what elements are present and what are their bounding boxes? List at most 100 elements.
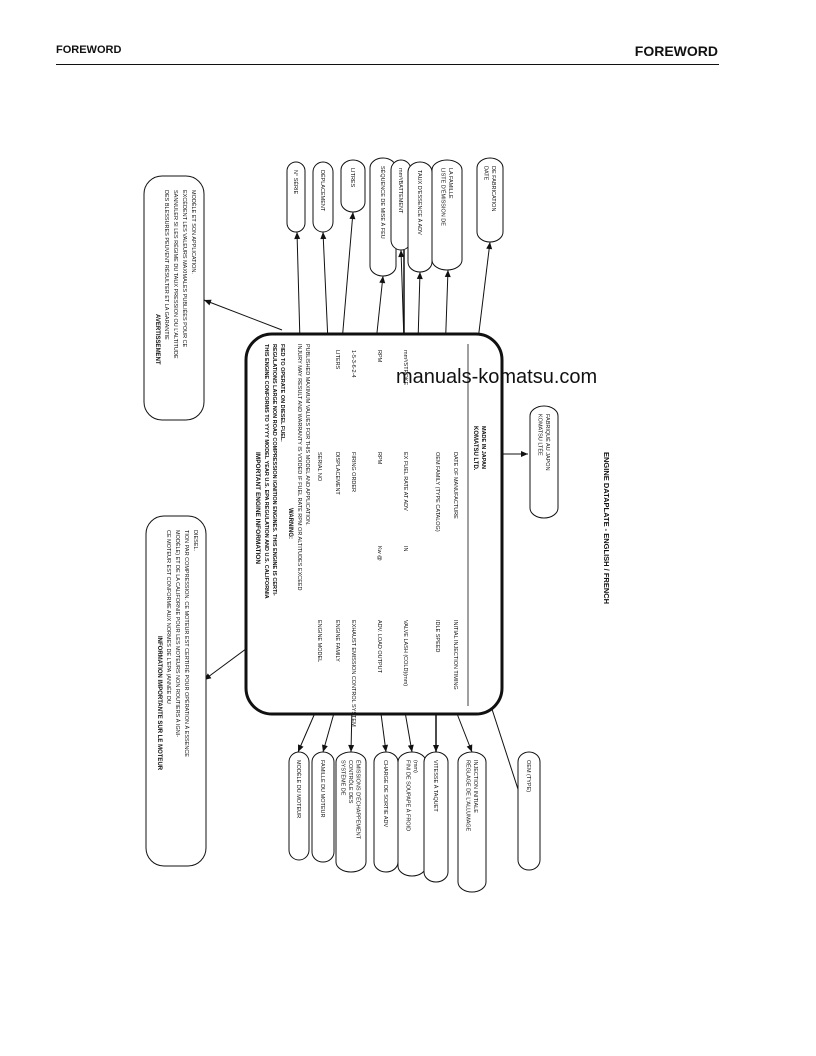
dataplate-row-label: IDLE SPEED: [434, 620, 440, 652]
arrowhead: [407, 744, 414, 752]
arrowhead: [416, 272, 423, 280]
dataplate-row-label: EXHAUST EMISSION CONTROL SYSTEM: [350, 620, 356, 727]
dataplate-row-right-label: EX FUEL RATE AT ADV: [402, 452, 408, 511]
arrowhead: [521, 451, 528, 457]
caption: ENGINE DATAPLATE - ENGLISH / FRENCH: [602, 452, 611, 604]
arrowhead: [298, 744, 304, 752]
arrowhead: [486, 242, 493, 250]
top-callout-taux: TAUX D'ESSENCE À ADV: [407, 161, 433, 273]
callout-text: MODÈLE DU MOTEUR: [295, 760, 302, 818]
callout-text: TAUX D'ESSENCE À ADV: [416, 170, 423, 235]
dataplate-row-right-label: SERIAL NO: [316, 452, 322, 482]
callout-text: CHARGE DE SORTIE ADV: [382, 760, 388, 827]
dataplate-row-label: ENGINE FAMILY: [334, 620, 340, 662]
callout-border: [335, 751, 367, 873]
top-callout-litres: LITRES: [340, 159, 366, 213]
dataplate-frame: [244, 332, 504, 716]
callout-text: FINI DE SOUPAPE À FROID: [404, 760, 411, 831]
arrowhead: [348, 744, 355, 752]
callout-text: mm³/BATTEMENT: [397, 168, 403, 214]
top-callout-deplacement: DÉPLACEMENT: [312, 161, 334, 233]
callout-border: [431, 159, 463, 271]
callout-border: [517, 751, 541, 871]
callout-border: [457, 751, 487, 893]
bottom-callout-vitesse: VITESSE À TAQUET: [423, 751, 449, 883]
dataplate-row-mid: IN: [402, 546, 408, 552]
bottom-callout-charge: CHARGE DE SORTIE ADV: [373, 751, 399, 873]
arrowhead: [466, 744, 473, 752]
dataplate-warning-title: WARNING:: [287, 508, 293, 539]
callout-text: LA FAMILLE: [447, 168, 453, 199]
dataplate-row-right-value: RPM: [376, 350, 382, 363]
bottom-callout-modele: MODÈLE DU MOTEUR: [288, 751, 310, 861]
dataplate-row-mid: Kw @: [376, 546, 382, 561]
callout-text: DE FABRICATION: [490, 166, 496, 211]
callout-border: [340, 159, 366, 213]
callout-text: LITRES: [349, 168, 355, 188]
dataplate-made-in: MADE IN JAPAN: [480, 426, 486, 469]
dataplate-row-right-value: 1-5-3-6-2-4: [350, 350, 356, 378]
dataplate-row-label: INITIAL INJECTION TIMING: [452, 620, 458, 690]
arrowhead: [398, 250, 405, 258]
dataplate-maker: KOMATSU LTD.: [472, 426, 478, 471]
bottom-callout-fini: FINI DE SOUPAPE À FROID(mm): [397, 751, 427, 877]
dataplate-intro-line: REGULATIONS LARGE NON ROAD COMPRESSION I…: [271, 344, 277, 596]
arrowhead: [349, 212, 356, 220]
dataplate-row-right-label: OEM FAMILY (TYPE CATALOG): [434, 452, 440, 532]
callout-text: INJECTION INITIALE: [472, 760, 478, 813]
callout-border: [476, 157, 504, 243]
dataplate-warning-line: PUBLISHED MAXIMUM VALUES FOR THIS MODEL …: [304, 344, 310, 526]
note-title: AVERTISSEMENT: [154, 314, 160, 365]
callout-border: [286, 161, 306, 233]
dataplate-row-label: VALVE LASH (COLD)(mm): [402, 620, 408, 686]
callout-border: [311, 751, 335, 863]
callout-text: SYSTÈME DE: [340, 760, 347, 796]
leader-line: [203, 299, 283, 331]
callouts: N° SÉRIE DÉPLACEMENT LITRES SÉQUENCE DE MIS…: [286, 157, 559, 893]
header-rule: [56, 64, 719, 65]
dataplate-row-label: ENGINE MODEL: [316, 620, 322, 662]
note-line: TION PAR COMPRESSION. CE MOTEUR EST CERT…: [183, 530, 190, 757]
leader-line: [322, 231, 329, 343]
dataplate-row-label: ADV. LOAD OUTPUT: [376, 620, 382, 674]
callout-border: [288, 751, 310, 861]
leader-line: [375, 275, 384, 343]
bottom-callout-famille-moteur: FAMILLE DU MOTEUR: [311, 751, 335, 863]
arrowhead: [294, 232, 301, 240]
header-right-title: FOREWORD: [634, 43, 718, 59]
callout-text: FABRIQUÉ AU JAPON: [544, 414, 551, 471]
callout-text: FAMILLE DU MOTEUR: [319, 760, 325, 817]
callout-text: DÉPLACEMENT: [319, 170, 326, 212]
note-border: [143, 175, 205, 421]
top-callout-sequence: SÉQUENCE DE MISE À FEU: [369, 157, 397, 277]
note-line: DES BLESSURES PEUVENT RÉSULTER ET LA GAR…: [163, 190, 170, 340]
callout-text: KOMATSU LTÉE: [536, 414, 543, 456]
dataplate-row-right-value: mm³/STROKE: [402, 350, 408, 385]
note-border: [145, 515, 207, 867]
arrowhead: [320, 232, 327, 240]
dataplate-row-right-label: FIRING ORDER: [350, 452, 356, 492]
top-callout-serie: N° SÉRIE: [286, 161, 306, 233]
dataplate-intro-line: FIED TO OPERATE ON DIESEL FUEL.: [279, 344, 285, 442]
callout-text: SÉQUENCE DE MISE À FEU: [379, 166, 386, 239]
note-line: DIESEL.: [192, 530, 198, 552]
arrowhead: [204, 299, 212, 306]
leader-line: [341, 211, 354, 343]
callout-text: ÉMISSIONS D'ÉCHAPPEMENT: [355, 760, 362, 840]
note-line: MODÈLE) ET DE LA CALIFORNIE POUR LES MOT…: [174, 530, 181, 737]
bottom-callout-oem: OEM (TYPE): [517, 751, 541, 871]
dataplate-row-right-label: DATE OF MANUFACTURE: [452, 452, 458, 519]
note-line: CE MOTEUR EST CONFORME AUX NORMES DE L'E…: [165, 530, 172, 704]
note-line: MODÈLE ET SON APPLICATION.: [190, 190, 197, 274]
dataplate-row-right-value: LITERS: [334, 350, 340, 370]
callout-text: RÉGLAGE DE L'ALLUMAGE: [464, 760, 471, 832]
dataplate-warning-line: INJURY MAY RESULT AND WARRANTY IS VOIDED…: [296, 344, 302, 591]
note-title: INFORMATION IMPORTANTE SUR LE MOTEUR: [156, 636, 162, 771]
arrowhead: [382, 744, 389, 752]
